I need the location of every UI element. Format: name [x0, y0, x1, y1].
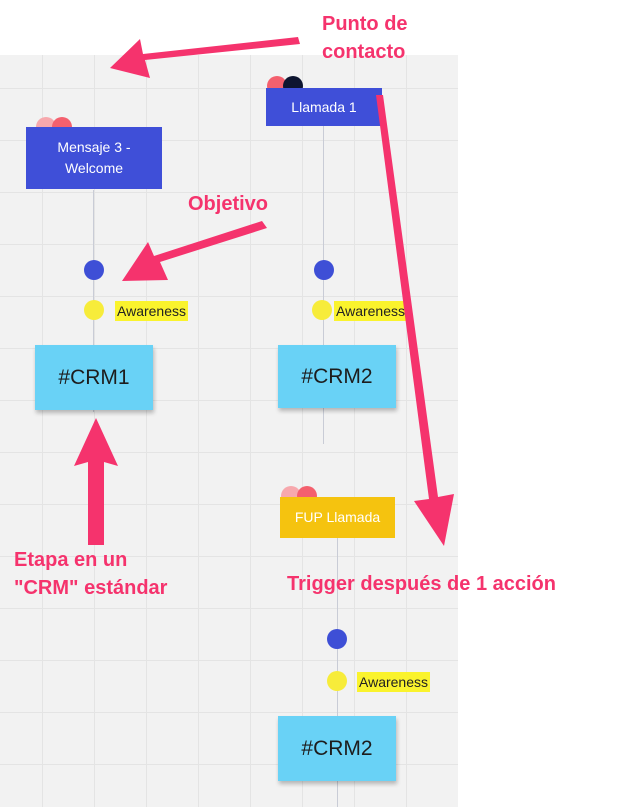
awareness-tag[interactable]: Awareness [334, 301, 408, 321]
sticky-note-crm2[interactable]: #CRM2 [278, 345, 396, 408]
annotation-trigger: Trigger después de 1 acción [287, 573, 556, 595]
annotation-punto-line1: Punto de [322, 13, 408, 35]
arrow-to-objective-dot-icon [122, 221, 267, 281]
sticky-note-crm1[interactable]: #CRM1 [35, 345, 153, 410]
stage-dot-yellow[interactable] [84, 300, 104, 320]
annotation-objetivo: Objetivo [188, 193, 269, 215]
stage-dot-yellow[interactable] [312, 300, 332, 320]
arrow-to-crm1-sticky-icon [74, 418, 118, 545]
objective-dot-blue[interactable] [327, 629, 347, 649]
connector-line-llamada [323, 126, 324, 444]
annotation-etapa-crm: Etapa en un "CRM" estándar [14, 546, 167, 602]
card-mensaje-line1: Mensaje 3 - [57, 139, 131, 155]
annotation-etapa-line2: "CRM" estándar [14, 577, 168, 599]
card-llamada-label: Llamada 1 [291, 98, 357, 115]
objective-dot-blue[interactable] [84, 260, 104, 280]
sticky-note-crm2[interactable]: #CRM2 [278, 716, 396, 781]
annotation-punto-de-contacto: Punto de contacto [322, 10, 408, 66]
card-llamada-1[interactable]: Llamada 1 [266, 88, 382, 126]
arrow-to-board-icon [110, 37, 300, 78]
card-fup-llamada[interactable]: FUP Llamada [280, 497, 395, 538]
card-fup-label: FUP Llamada [294, 509, 381, 525]
card-mensaje-line2: Welcome [64, 160, 124, 176]
annotation-punto-line2: contacto [322, 41, 406, 63]
stage-dot-yellow[interactable] [327, 671, 347, 691]
awareness-tag[interactable]: Awareness [357, 672, 431, 692]
card-mensaje-3-welcome[interactable]: Mensaje 3 - Welcome [26, 127, 162, 189]
annotation-etapa-line1: Etapa en un [14, 549, 128, 571]
awareness-tag[interactable]: Awareness [115, 301, 189, 321]
arrow-trigger-icon [376, 95, 454, 546]
objective-dot-blue[interactable] [314, 260, 334, 280]
